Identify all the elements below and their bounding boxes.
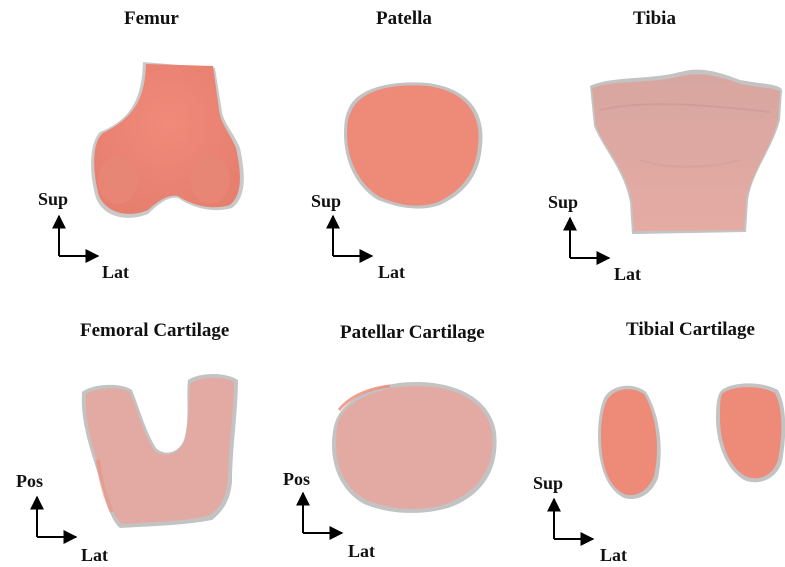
patella-model (344, 82, 483, 208)
femoral-cartilage-model (82, 374, 238, 528)
tibial-cartilage-model (598, 383, 785, 499)
patellar-cartilage-model (332, 382, 497, 513)
tibia-model (590, 70, 782, 234)
femur-model (91, 62, 244, 218)
